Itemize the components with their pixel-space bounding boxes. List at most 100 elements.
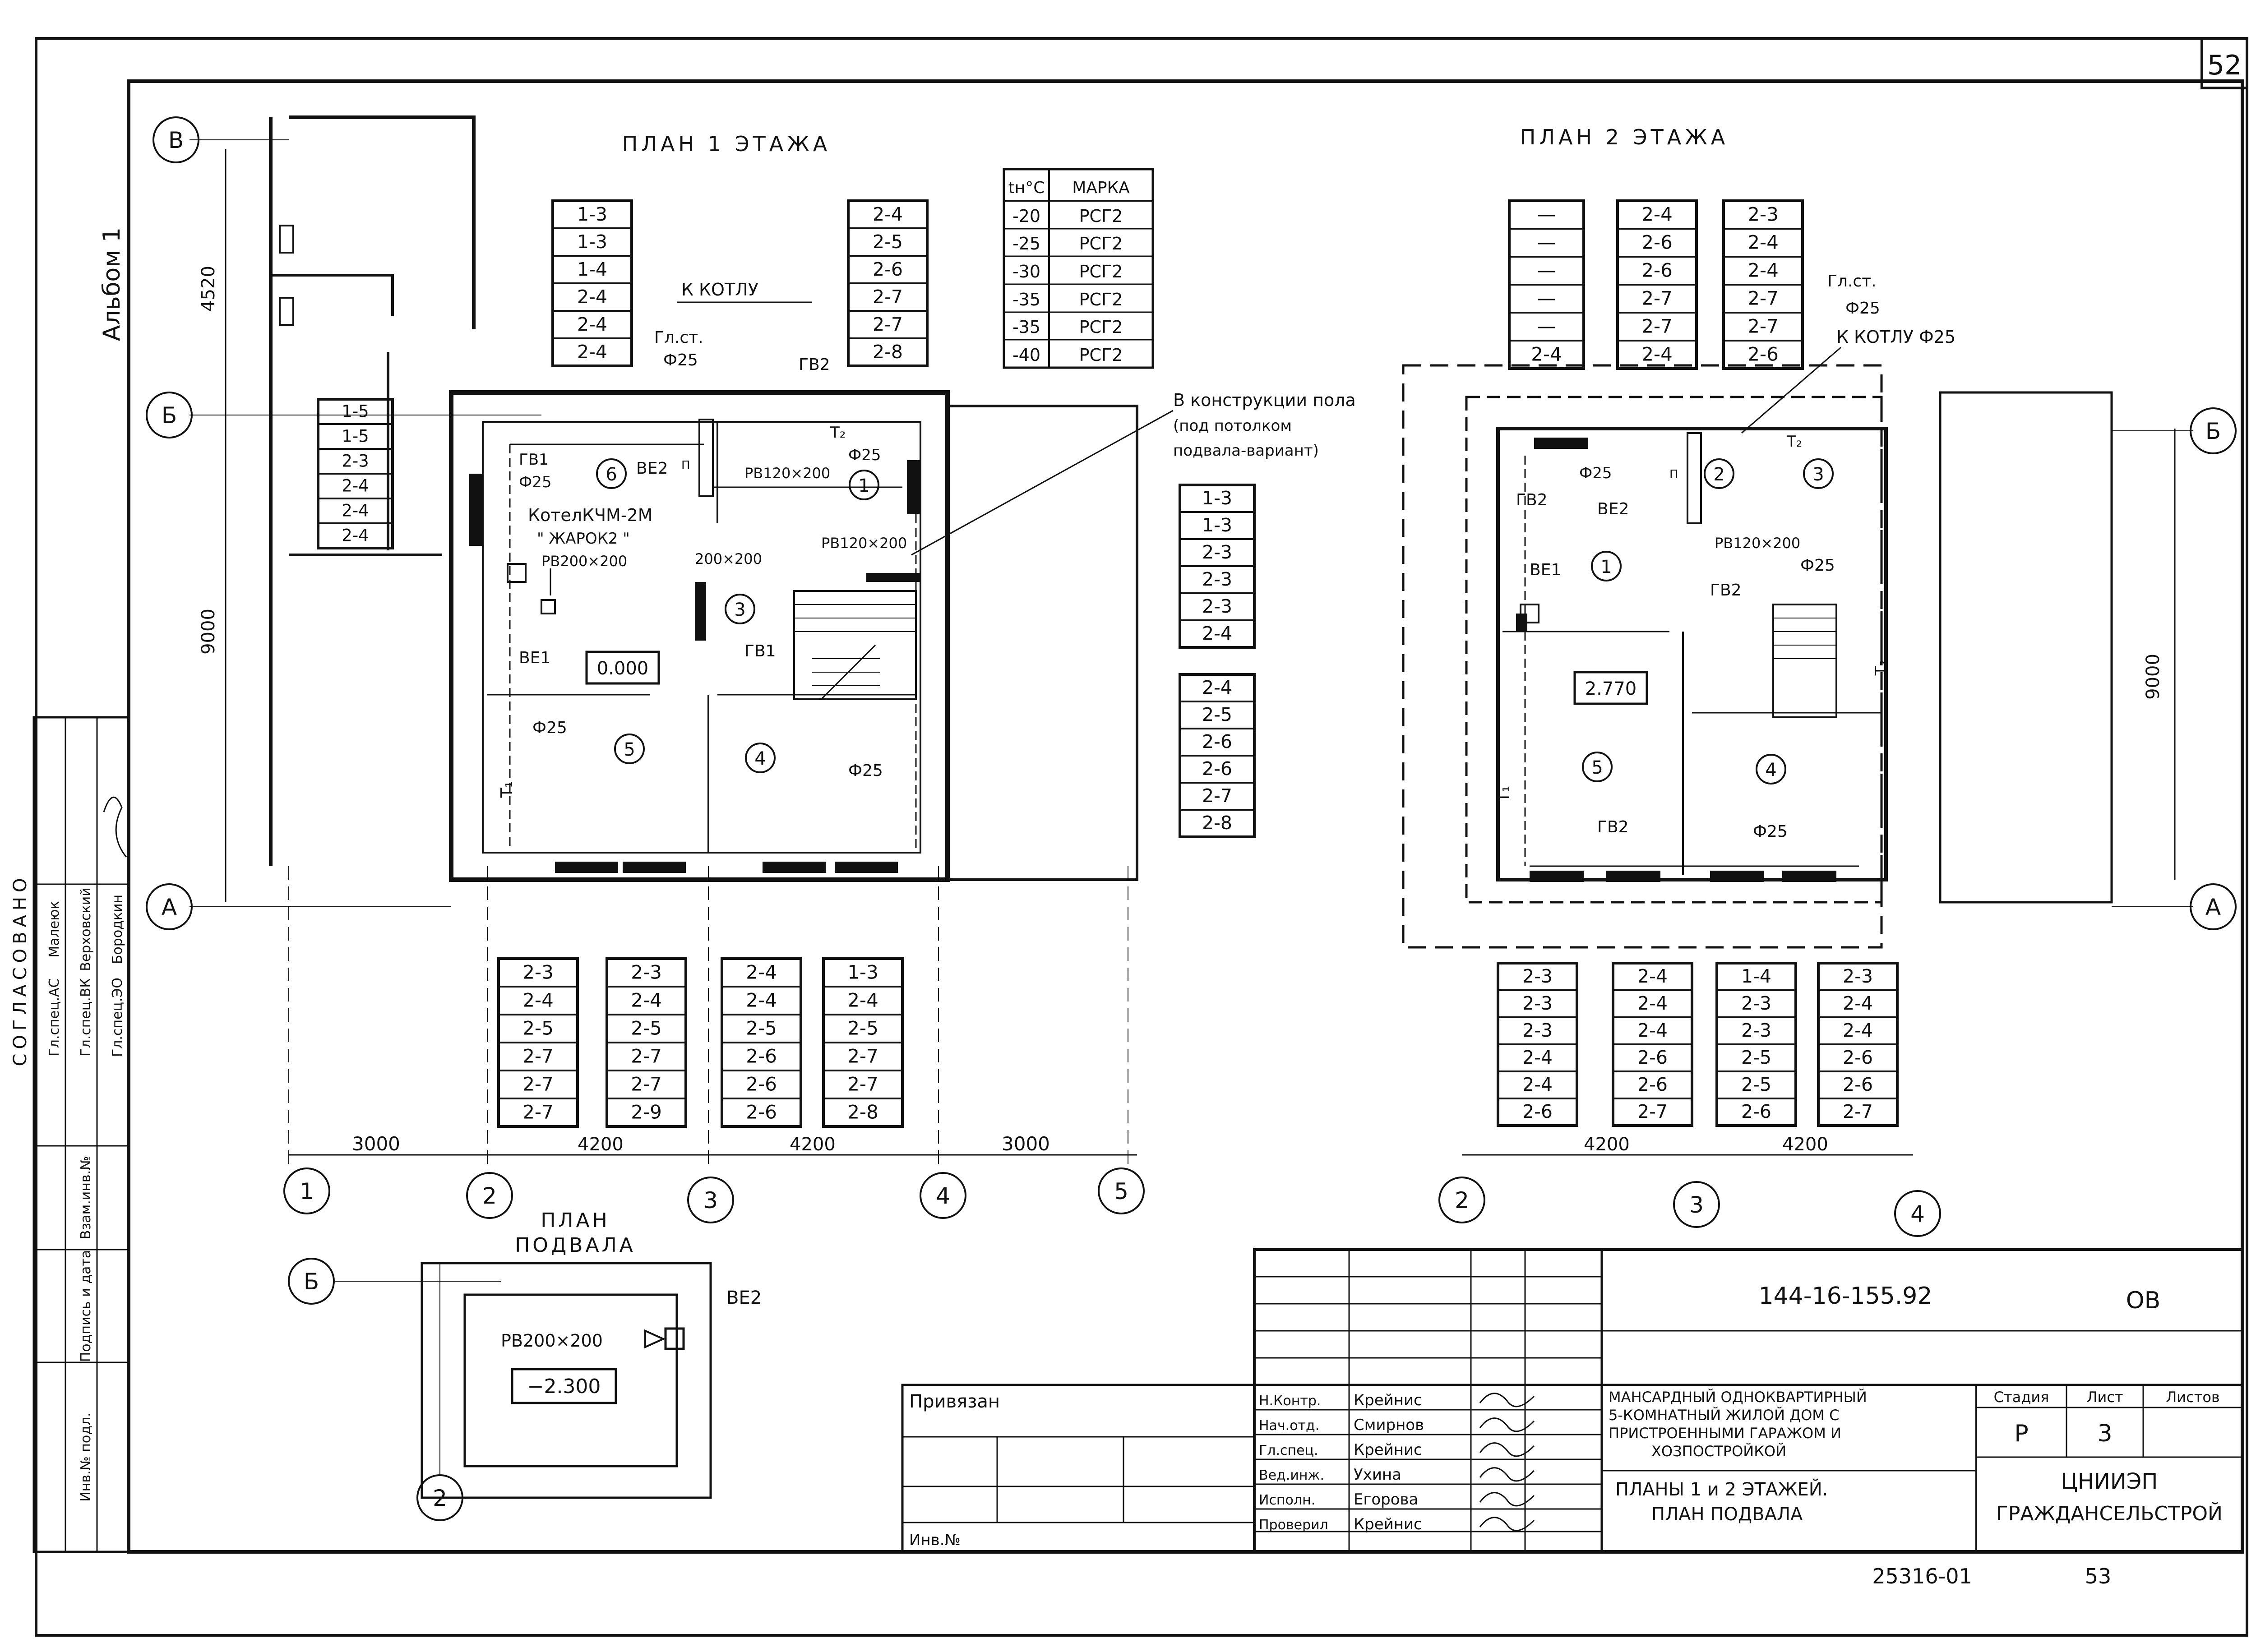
temp-row-3-mark: РСГ2 bbox=[1079, 262, 1123, 281]
list-cell: 1-4 bbox=[1741, 965, 1771, 987]
stamp-inv-original: Инв.№ подл. bbox=[78, 1412, 94, 1501]
list-cell: 2-4 bbox=[631, 989, 662, 1011]
plan1-t1: Т₁ bbox=[498, 781, 516, 798]
tb-privyazan: Привязан bbox=[909, 1391, 1000, 1412]
tb-role-1: Н.Контр. bbox=[1259, 1393, 1321, 1409]
basement-plan: ПЛАН ПОДВАЛА РВ200×200 ВЕ2 −2.300 Б 2 bbox=[288, 1209, 762, 1521]
temp-row-4-mark: РСГ2 bbox=[1079, 290, 1123, 309]
list-cell: 2-8 bbox=[873, 341, 903, 363]
list-cell: — bbox=[1537, 231, 1556, 254]
plan1-dim-4200-a: 4200 bbox=[578, 1134, 624, 1155]
list-cell: 2-4 bbox=[1531, 343, 1562, 365]
plan1-phi25-mid: Ф25 bbox=[532, 719, 567, 737]
tb-section: ОВ bbox=[2126, 1287, 2161, 1314]
plan2-gv2-c: ГВ2 bbox=[1597, 818, 1629, 836]
plan1-garage bbox=[269, 115, 476, 866]
list-cell: 2-4 bbox=[577, 314, 607, 335]
tb-name-2: Смирнов bbox=[1354, 1416, 1424, 1434]
temp-row-3-t: -30 bbox=[1012, 262, 1040, 281]
list-cell: 2-5 bbox=[847, 1017, 878, 1039]
plan1-boiler2: " ЖАРОК2 " bbox=[537, 530, 630, 548]
bottom-ref-page: 53 bbox=[2085, 1564, 2112, 1588]
tb-name-1: Крейнис bbox=[1354, 1391, 1422, 1409]
plan1-radiators bbox=[469, 460, 920, 873]
list-cell: 2-6 bbox=[746, 1045, 777, 1067]
list-cell: 2-7 bbox=[1843, 1101, 1873, 1122]
tb-role-6: Проверил bbox=[1259, 1517, 1328, 1533]
plan1-axis-5: 5 bbox=[1114, 1178, 1128, 1204]
list-cell: 2-4 bbox=[1747, 231, 1779, 254]
list-cell: 2-4 bbox=[522, 989, 554, 1011]
temp-row-2-mark: РСГ2 bbox=[1079, 234, 1123, 254]
plan1-room-6: 6 bbox=[606, 464, 617, 485]
list-cell: 2-9 bbox=[631, 1101, 662, 1123]
tb-role-3: Гл.спец. bbox=[1259, 1443, 1318, 1458]
list-cell: 2-5 bbox=[746, 1017, 777, 1039]
list-cell: 1-3 bbox=[1202, 487, 1232, 509]
plan1-list-right-lower: 2-42-52-62-62-72-8 bbox=[1179, 673, 1256, 838]
tb-sheet-title-2: ПЛАН ПОДВАЛА bbox=[1651, 1504, 1803, 1525]
list-cell: 1-3 bbox=[1202, 514, 1232, 536]
tb-sheet-title-1: ПЛАНЫ 1 и 2 ЭТАЖЕЙ. bbox=[1615, 1478, 1828, 1500]
approval-role-1: Гл.спец.АС bbox=[46, 978, 62, 1057]
plan1-gv2: ГВ2 bbox=[799, 355, 830, 374]
bottom-ref: 25316-01 bbox=[1872, 1564, 1972, 1588]
list-cell: 2-4 bbox=[1637, 992, 1668, 1014]
plan2-dim-4200-b: 4200 bbox=[1782, 1134, 1828, 1155]
title-block: Привязан Инв.№ 144-16-155.92 ОВ Н.Контр.… bbox=[901, 1248, 2244, 1553]
plan1-list-top-left: 1-31-31-42-42-42-4 bbox=[551, 199, 633, 367]
list-cell: 2-6 bbox=[1202, 731, 1232, 752]
list-cell: 2-3 bbox=[1202, 568, 1232, 590]
plan2-title: ПЛАН 2 ЭТАЖА bbox=[1520, 125, 1729, 149]
plan2-room-4: 4 bbox=[1765, 760, 1776, 780]
plan2-list-bottom-2: 2-42-42-42-62-62-7 bbox=[1612, 962, 1693, 1127]
list-cell: 2-4 bbox=[746, 961, 777, 983]
album-label: Альбом 1 bbox=[98, 227, 125, 341]
plan1-pipes bbox=[509, 443, 917, 854]
plan1-rv200: РВ200×200 bbox=[541, 553, 627, 570]
list-cell: 2-3 bbox=[1522, 965, 1553, 987]
plan1-row-a: А bbox=[162, 894, 177, 920]
list-cell: 1-4 bbox=[577, 258, 607, 280]
list-cell: 2-7 bbox=[1641, 315, 1673, 337]
tb-project-1: МАНСАРДНЫЙ ОДНОКВАРТИРНЫЙ bbox=[1609, 1389, 1867, 1406]
list-cell: 2-6 bbox=[1202, 758, 1232, 780]
list-cell: 2-3 bbox=[1747, 203, 1779, 226]
plan2-phi25-a: Ф25 bbox=[1579, 464, 1612, 482]
list-cell: 2-4 bbox=[342, 501, 369, 521]
list-cell: 2-6 bbox=[873, 258, 903, 280]
plan1-list-garage: 1-51-52-32-42-42-4 bbox=[317, 398, 394, 549]
list-cell: 2-4 bbox=[577, 341, 607, 363]
list-cell: 2-7 bbox=[522, 1045, 554, 1067]
plan1-p: П bbox=[681, 459, 690, 472]
plan2-list-top-c: 2-32-42-42-72-72-6 bbox=[1722, 199, 1804, 370]
list-cell: 2-7 bbox=[522, 1073, 554, 1095]
approval-name-2: Верховский bbox=[78, 887, 94, 971]
approvals-stamp: СОГЛАСОВАНО Гл.спец.АС Малеюк Гл.спец.ВК… bbox=[10, 716, 130, 1553]
list-cell: 2-6 bbox=[1522, 1101, 1553, 1122]
tb-org-2: ГРАЖДАНСЕЛЬСТРОЙ bbox=[1996, 1501, 2223, 1525]
plan1-axis-4: 4 bbox=[936, 1183, 950, 1209]
plan2-list-bottom-4: 2-32-42-42-62-62-7 bbox=[1817, 962, 1899, 1127]
tb-header-stage: Стадия bbox=[1994, 1389, 2049, 1406]
plan1-axis-3: 3 bbox=[703, 1187, 718, 1214]
plan1-dim-9000: 9000 bbox=[198, 609, 219, 655]
basement-title-1: ПЛАН bbox=[541, 1209, 610, 1232]
tb-doc-code: 144-16-155.92 bbox=[1759, 1283, 1932, 1310]
list-cell: 2-3 bbox=[1741, 1020, 1771, 1041]
list-cell: 1-5 bbox=[342, 402, 369, 421]
outer-frame bbox=[35, 37, 2248, 1637]
temp-header-mark: МАРКА bbox=[1072, 179, 1130, 197]
plan2-roof-outline bbox=[1402, 364, 1883, 949]
list-cell: 2-7 bbox=[1747, 315, 1779, 337]
plan1-dim-3000-a: 3000 bbox=[352, 1133, 400, 1155]
approval-role-3: Гл.спец.ЭО bbox=[110, 978, 125, 1057]
basement-rv: РВ200×200 bbox=[501, 1331, 603, 1351]
tb-project-4: ХОЗПОСТРОЙКОЙ bbox=[1651, 1443, 1786, 1460]
plan2-t1: Т₁ bbox=[1495, 786, 1513, 803]
basement-level: −2.300 bbox=[527, 1375, 601, 1398]
list-cell: 2-4 bbox=[1202, 677, 1232, 698]
temp-row-2-t: -25 bbox=[1012, 234, 1040, 254]
plan1-phi25-low: Ф25 bbox=[848, 761, 883, 780]
